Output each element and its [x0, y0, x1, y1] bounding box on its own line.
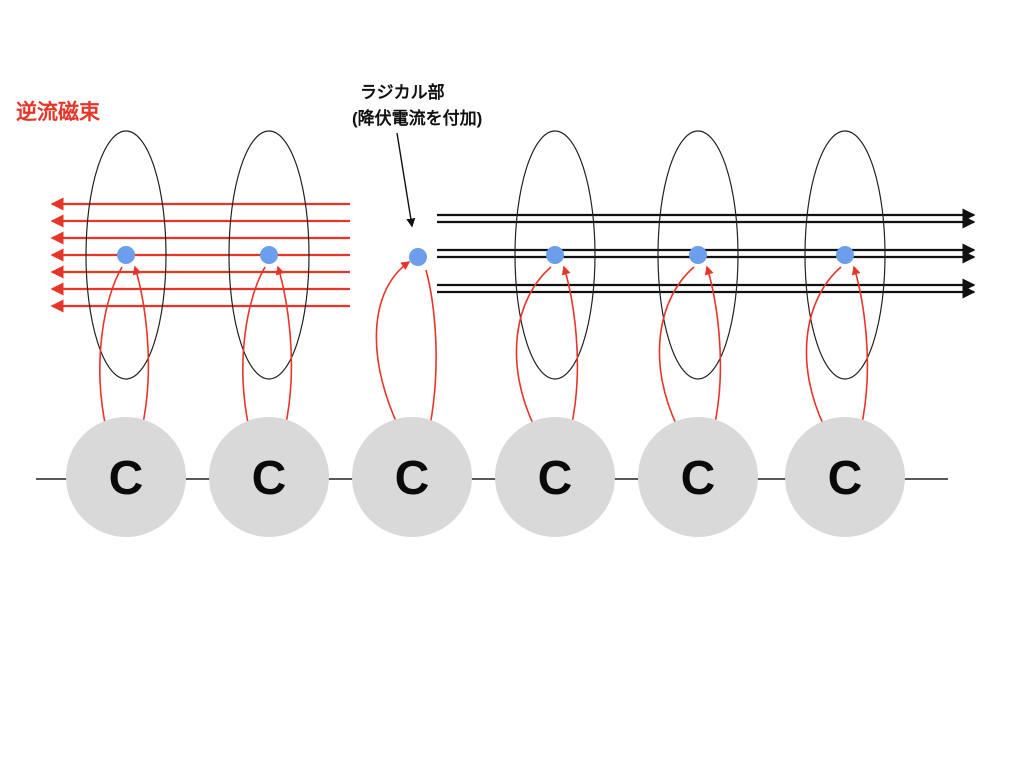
electron-transfer-arrow — [375, 261, 411, 427]
electron-transfer-arrow — [851, 265, 869, 429]
carbon-atom-circle — [495, 417, 615, 537]
electron-transfer-arrow — [805, 266, 842, 429]
carbon-atom-label: C — [395, 452, 430, 505]
electron-dot — [260, 246, 278, 264]
electron-dot — [117, 246, 135, 264]
carbon-atom-circle — [638, 417, 758, 537]
p-orbital-ellipse — [228, 130, 310, 380]
p-orbital-ellipse — [514, 130, 596, 380]
electron-dot — [546, 246, 564, 264]
reverse-flux-label: 逆流磁束 — [16, 101, 100, 124]
radical-annotation-arrow — [396, 132, 416, 228]
carbon-atom-circle — [352, 417, 472, 537]
carbon-atom-label: C — [109, 452, 144, 505]
carbon-atom-label: C — [681, 452, 716, 505]
electron-dot — [689, 246, 707, 264]
electron-transfer-arrow — [561, 265, 579, 429]
radical-label-line2: (降伏電流を付加) — [352, 109, 483, 128]
electron-transfer-arrow — [242, 266, 266, 429]
p-orbital-ellipse — [804, 130, 886, 380]
electron-dot — [409, 248, 427, 266]
p-orbital-ellipse — [657, 130, 739, 380]
radical-label-line1: ラジカル部 — [360, 83, 445, 102]
carbon-atom-circle — [66, 417, 186, 537]
carbon-atom-circle — [785, 417, 905, 537]
electron-transfer-arrow — [658, 266, 695, 429]
electron-transfer-arrow — [99, 266, 123, 429]
electron-transfer-arrow — [425, 269, 437, 427]
electron-transfer-arrow — [515, 266, 552, 429]
carbon-atom-circle — [209, 417, 329, 537]
electron-transfer-arrow — [132, 265, 150, 429]
electron-dot — [836, 246, 854, 264]
carbon-atom-label: C — [828, 452, 863, 505]
electron-transfer-arrow — [704, 265, 722, 429]
carbon-atom-label: C — [252, 452, 287, 505]
carbon-atom-label: C — [538, 452, 573, 505]
p-orbital-ellipse — [85, 130, 167, 380]
electron-transfer-arrow — [275, 265, 293, 429]
